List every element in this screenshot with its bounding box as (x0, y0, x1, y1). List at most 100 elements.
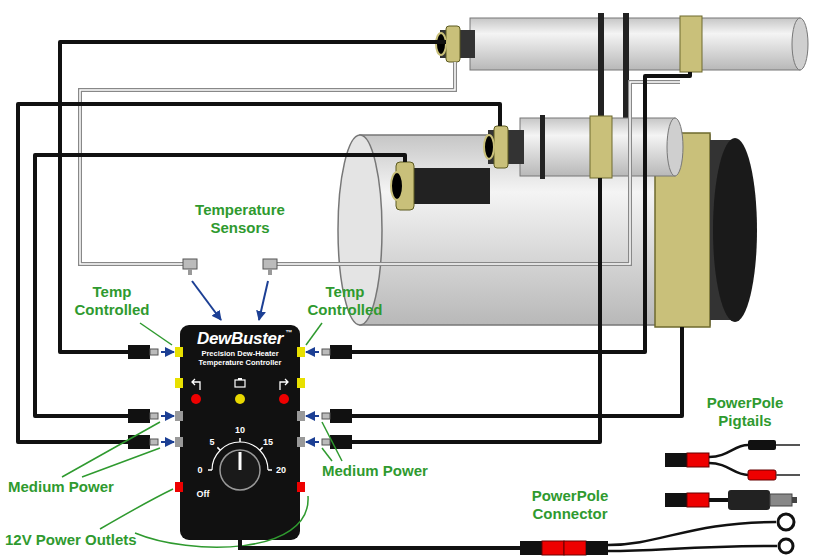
powerpole-housing (586, 541, 608, 555)
pointer-arrow (192, 281, 221, 320)
led (191, 394, 201, 404)
plug-tip (322, 413, 330, 419)
probe (748, 470, 776, 480)
jack (297, 482, 305, 492)
powerpole-housing (520, 541, 542, 555)
callout-label: Temp Controlled (298, 283, 393, 319)
dial-number: 0 (197, 465, 202, 476)
controller-body (180, 325, 300, 540)
heater-cable (60, 42, 446, 352)
leader-line (62, 422, 160, 477)
powerpole-housing (542, 541, 564, 555)
dial-tick (208, 438, 272, 470)
lighter-plug-tip (770, 494, 792, 506)
jack (297, 378, 305, 388)
plug-tip (150, 439, 158, 445)
arrow-symbol (280, 379, 288, 390)
lead-wire (709, 463, 748, 475)
jack (297, 347, 305, 357)
callout-label: 12V Power Outlets (5, 531, 137, 549)
power-cable (240, 540, 520, 548)
lead-wire (709, 498, 728, 502)
plug (330, 435, 352, 449)
tube-front (713, 138, 757, 322)
jack (175, 482, 183, 492)
plug (128, 435, 150, 449)
dial-knob (220, 450, 260, 490)
plug-tip (150, 413, 158, 419)
callout-label: PowerPole Pigtails (695, 394, 795, 430)
powerpole-housing (564, 541, 586, 555)
probe (748, 440, 776, 450)
plug-tip (322, 349, 330, 355)
eyepiece-heater (494, 126, 508, 168)
pointer-arrow (306, 441, 319, 443)
plug-tip (150, 349, 158, 355)
dial-number: Off (197, 489, 210, 500)
callout-label: Medium Power (322, 462, 428, 480)
heater-cable (352, 327, 682, 416)
dial-pointer (239, 452, 242, 470)
leader-line (306, 323, 322, 345)
eyepiece-lens (484, 135, 494, 159)
leader-line (140, 323, 172, 345)
led (235, 394, 245, 404)
guide-front (667, 118, 683, 176)
probe-tip (776, 474, 800, 476)
plug (128, 345, 150, 359)
leader-line (82, 448, 160, 477)
sensor-plug (263, 259, 277, 269)
leader-line (322, 422, 342, 461)
sensor-wire (277, 82, 680, 264)
dew-strap (680, 16, 702, 72)
lighter-plug-tip (792, 497, 797, 503)
dial-number: 10 (235, 425, 245, 436)
dial-number: 15 (263, 437, 273, 448)
pointer-arrow (259, 281, 268, 320)
plug (330, 345, 352, 359)
plug (330, 409, 352, 423)
ring-terminal (779, 539, 793, 553)
callout-label: Medium Power (8, 478, 114, 496)
sensor-plug (183, 259, 197, 269)
heater-cable (352, 178, 600, 442)
powerpole-housing (665, 453, 687, 467)
pointer-arrow (306, 351, 319, 353)
ring (540, 115, 545, 179)
brand-logo: DewBuster (182, 329, 298, 349)
pointer-arrow (306, 415, 319, 417)
jack (175, 347, 183, 357)
controller-panel: DewBusterPrecision Dew-Heater Temperatur… (180, 327, 300, 369)
pointer-arrow (161, 415, 174, 417)
plug-tip (322, 439, 330, 445)
leader-line (135, 496, 308, 547)
jack (297, 411, 305, 421)
ring (598, 13, 604, 75)
sensor-wire (277, 82, 680, 264)
lead-wire (608, 546, 777, 551)
finder-tube (470, 18, 800, 70)
powerpole-housing (687, 493, 709, 507)
lighter-plug (728, 490, 770, 510)
dew-strap (590, 116, 612, 178)
probe-tip (776, 444, 800, 446)
product-subtitle: Precision Dew-Heater Temperature Control… (188, 349, 292, 367)
sensor-tip (268, 269, 272, 275)
ring-terminal (778, 514, 794, 530)
leader-line (322, 448, 332, 461)
callout-label: PowerPole Connector (520, 487, 620, 523)
ring (623, 13, 629, 75)
plug (128, 409, 150, 423)
arrow-symbol (192, 379, 200, 390)
sensor-wire (80, 62, 455, 264)
battery-symbol (238, 378, 242, 380)
powerpole-housing (665, 493, 687, 507)
eyepiece-heater (446, 26, 460, 62)
pointer-arrow (161, 441, 174, 443)
callout-label: Temperature Sensors (175, 201, 305, 237)
lead-wire (709, 445, 748, 457)
lead-wire (608, 522, 776, 545)
finder-front (792, 18, 808, 70)
pointer-arrow (161, 351, 174, 353)
